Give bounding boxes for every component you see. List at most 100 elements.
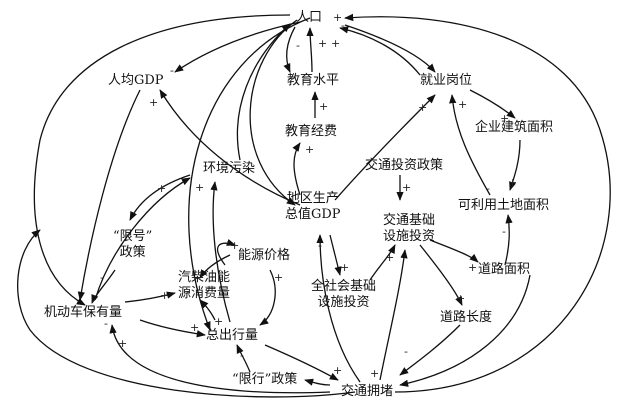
node-congestion: 交通拥堵 [341,384,394,399]
node-energy-price: 能源价格 [238,248,291,263]
link-gdppc-to-vehicles [77,89,141,301]
link-restrict-to-trips [236,344,251,373]
node-social-infra-line1: 全社会基础 [311,279,377,294]
link-vehicles-to-pollution [94,177,191,301]
sign-plus: + [340,261,350,274]
node-social-infra: 全社会基础 设施投资 [311,279,376,311]
sign-plus: + [149,96,159,109]
node-regional-gdp: 地区生产 总值GDP [285,191,341,223]
node-road-area: 道路面积 [478,262,531,277]
sign-minus: - [486,182,490,195]
link-population-to-gdppc [174,21,301,73]
link-trips-to-diesel [199,299,216,321]
sign-plus: + [458,98,468,111]
node-plate-policy-line1: “限号” [113,229,153,244]
node-gdp-per-capita: 人均GDP [108,73,164,88]
sign-plus: + [318,37,328,50]
link-population-to-vehicles [33,14,291,306]
link-energy-to-trips [259,269,276,326]
link-roadarea-to-congestion [399,274,531,387]
node-diesel-line1: 汽柴油能 [178,270,231,285]
sign-plus: + [508,176,518,189]
link-pollution-to-population [236,23,291,161]
link-land-to-jobs [449,94,491,196]
node-plate-policy: “限号” 政策 [113,229,152,261]
link-jobs-to-population [339,26,421,76]
link-congestion-to-gdp [316,234,361,383]
node-transport-infra-line1: 交通基础 [383,213,436,228]
node-diesel-consumption: 汽柴油能 源消费量 [178,270,230,302]
sign-plus: + [333,11,343,24]
sign-plus: + [370,367,380,380]
link-vehicles-to-diesel [124,291,176,303]
sign-plus: + [456,292,466,305]
node-plate-policy-line2: 政策 [119,245,146,260]
sign-plus: + [214,315,224,328]
node-restrict-policy: “限行”政策 [232,372,298,387]
link-population-to-gdp-regional [249,19,298,206]
link-population-to-jobs [344,24,436,73]
sign-plus: + [157,182,167,195]
node-diesel-line2: 源消费量 [178,286,231,301]
sign-plus: + [118,337,128,350]
link-diesel-to-energy [216,238,236,266]
node-vehicle-ownership: 机动车保有量 [44,305,123,320]
sign-minus: - [104,317,108,330]
sign-minus: - [100,271,104,284]
link-congestion-to-restrict [304,378,331,386]
node-regional-gdp-line2: 总值GDP [285,207,341,222]
sign-plus: + [418,101,428,114]
sign-plus: + [230,239,240,252]
sign-plus: + [160,289,170,302]
sign-plus: + [274,271,284,284]
node-road-length: 道路长度 [440,310,493,325]
sign-minus: - [502,225,506,238]
link-gdp-to-edufund [292,142,301,196]
link-trips-to-congestion [264,344,339,381]
link-vehicles-to-trips [139,319,206,338]
link-jobs-to-enterprise [469,89,516,119]
sign-plus: + [331,37,341,50]
sign-plus: + [333,364,343,377]
sign-plus: + [385,251,395,264]
sign-minus: - [170,64,174,77]
link-social-to-infra [369,244,396,281]
sign-plus: + [402,181,412,194]
link-trips-to-pollution [210,181,231,323]
link-infra-to-roadarea [429,239,479,263]
node-enterprise-area: 企业建筑面积 [475,120,554,135]
link-infra-to-roadlength [419,244,463,306]
link-energy-to-diesel [199,254,231,279]
link-gdp-to-gdppc [159,89,301,206]
link-population-to-edu [283,26,296,73]
sign-plus: + [195,181,205,194]
link-gdp-to-social [329,234,342,276]
sign-plus: + [500,112,510,125]
node-education-level: 教育水平 [287,73,340,88]
link-congestion-to-population [344,13,611,393]
sign-minus: - [341,19,345,32]
link-edu-to-population [306,27,314,73]
sign-minus: - [318,239,322,252]
sign-plus: + [468,261,478,274]
node-transport-infra-line2: 设施投资 [383,229,436,244]
link-gdp-to-jobs [334,94,436,201]
sign-minus: - [296,39,300,52]
link-congestion-to-infra [379,249,408,381]
link-congestion-to-vehicles-arc [17,229,356,398]
node-env-pollution: 环境污染 [203,161,256,176]
link-congestion-to-vehicles-bottom [109,324,331,394]
node-total-trips: 总出行量 [206,328,259,343]
sign-plus: + [190,321,200,334]
sign-minus: - [186,285,190,298]
node-social-infra-line2: 设施投资 [317,295,370,310]
sign-minus: - [240,349,244,362]
node-available-land: 可利用土地面积 [458,198,550,213]
link-enterprise-to-land [509,139,521,191]
link-plate-to-vehicles [91,269,116,304]
sign-minus: - [404,345,408,358]
sign-plus: + [305,143,315,156]
sign-minus: - [288,185,292,198]
